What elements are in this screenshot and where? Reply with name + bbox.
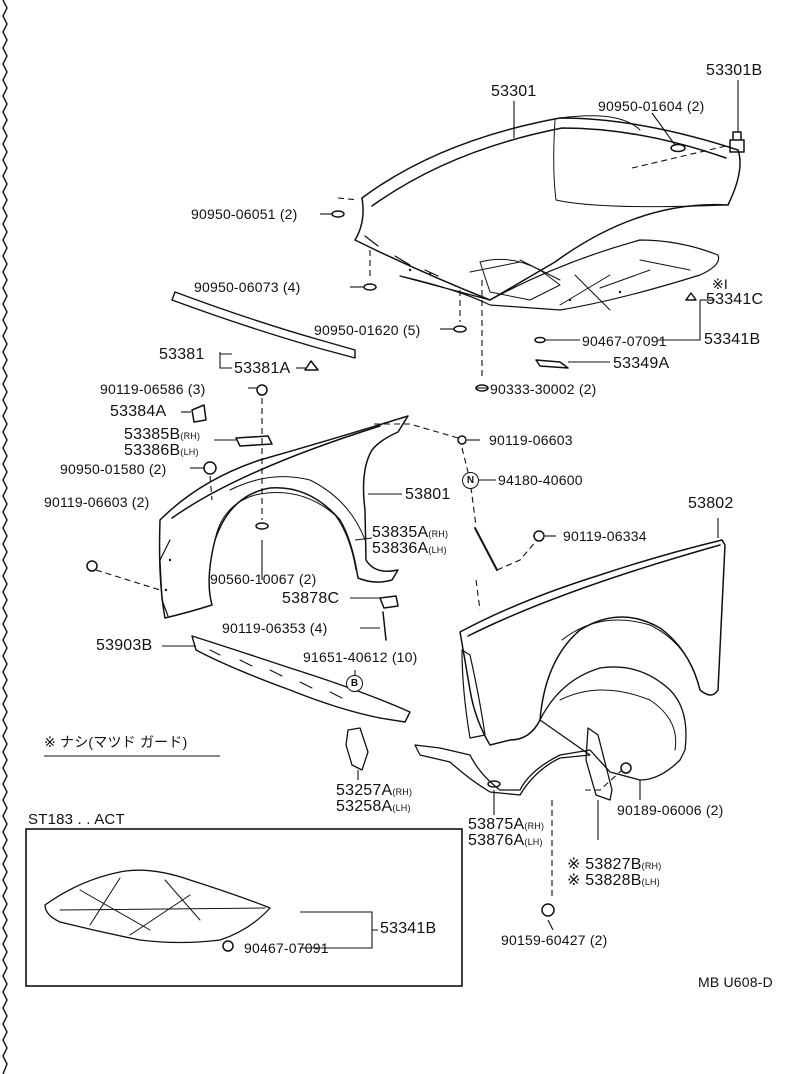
fender-liner-53835a xyxy=(229,476,366,541)
label-94180-40600: 94180-40600 xyxy=(498,472,583,488)
label-90467-07091-top: 90467-07091 xyxy=(582,333,667,349)
label-53349a: 53349A xyxy=(613,355,670,372)
note-no-mudguard: ※ ナシ(マツド ガード) xyxy=(44,734,188,750)
label-53381a: 53381A xyxy=(234,360,291,377)
label-53381: 53381 xyxy=(159,346,205,363)
inset-box xyxy=(25,828,463,987)
label-53301b: 53301B xyxy=(706,62,763,79)
note-underline xyxy=(44,755,220,757)
label-53341b-box: 53341B xyxy=(380,920,437,937)
label-90333-30002: 90333-30002 (2) xyxy=(490,381,597,397)
label-90119-06603-left: 90119-06603 (2) xyxy=(44,494,150,510)
label-90467-07091-box: 90467-07091 xyxy=(244,940,329,956)
label-90950-01604: 90950-01604 (2) xyxy=(598,98,705,114)
splash-shield-53257a xyxy=(345,727,369,771)
label-90189-06006: 90189-06006 (2) xyxy=(617,802,724,818)
inset-box-title: ST183 . . ACT xyxy=(28,811,125,828)
label-90119-06334: 90119-06334 xyxy=(563,528,647,544)
label-53801: 53801 xyxy=(405,486,451,503)
label-53828b: ※ 53828B(LH) xyxy=(567,872,660,889)
hood-53301 xyxy=(354,115,741,301)
hood-seal-53381 xyxy=(171,291,356,359)
label-53878c: 53878C xyxy=(282,590,340,607)
label-90119-06586: 90119-06586 (3) xyxy=(100,381,206,397)
label-91651-40612: 91651-40612 (10) xyxy=(303,649,418,665)
fender-liner-53875a xyxy=(414,666,687,796)
circled-b-icon: B xyxy=(346,675,363,692)
fender-53802 xyxy=(459,539,726,746)
label-53257a: 53257A(RH) xyxy=(336,782,413,799)
label-90159-60427: 90159-60427 (2) xyxy=(501,932,608,948)
label-53802: 53802 xyxy=(688,495,734,512)
circled-n-icon: N xyxy=(462,472,479,489)
box-insulator-53341b xyxy=(44,869,271,952)
bracket-53903b xyxy=(191,635,411,723)
label-90119-06603-right: 90119-06603 xyxy=(489,432,573,448)
label-53875a: 53875A(RH) xyxy=(468,816,545,833)
label-53386b: 53386B(LH) xyxy=(124,442,199,459)
label-53384a: 53384A xyxy=(110,403,167,420)
label-53258a: 53258A(LH) xyxy=(336,798,411,815)
label-53876a: 53876A(LH) xyxy=(468,832,543,849)
label-90950-01580: 90950-01580 (2) xyxy=(60,461,167,477)
label-53301: 53301 xyxy=(491,83,537,100)
label-53903b: 53903B xyxy=(96,637,153,654)
perforated-edge xyxy=(2,0,8,1074)
label-90950-06051: 90950-06051 (2) xyxy=(191,206,298,222)
label-mark-i: ※I xyxy=(712,276,729,292)
hood-insulator-53341b xyxy=(399,239,720,311)
label-53827b: ※ 53827B(RH) xyxy=(567,856,662,873)
label-90560-10067: 90560-10067 (2) xyxy=(210,571,317,587)
reference-code: MB U608-D xyxy=(698,974,773,990)
label-53341b-top: 53341B xyxy=(704,331,761,348)
fender-53801 xyxy=(158,415,409,619)
label-90950-01620: 90950-01620 (5) xyxy=(314,322,421,338)
label-53341c: 53341C xyxy=(706,291,764,308)
label-53836a: 53836A(LH) xyxy=(372,540,447,557)
label-53385b: 53385B(RH) xyxy=(124,426,201,443)
label-90950-06073: 90950-06073 (4) xyxy=(194,279,301,295)
label-53835a: 53835A(RH) xyxy=(372,524,449,541)
mud-guard-53827b xyxy=(585,727,613,801)
label-90119-06353: 90119-06353 (4) xyxy=(222,620,328,636)
